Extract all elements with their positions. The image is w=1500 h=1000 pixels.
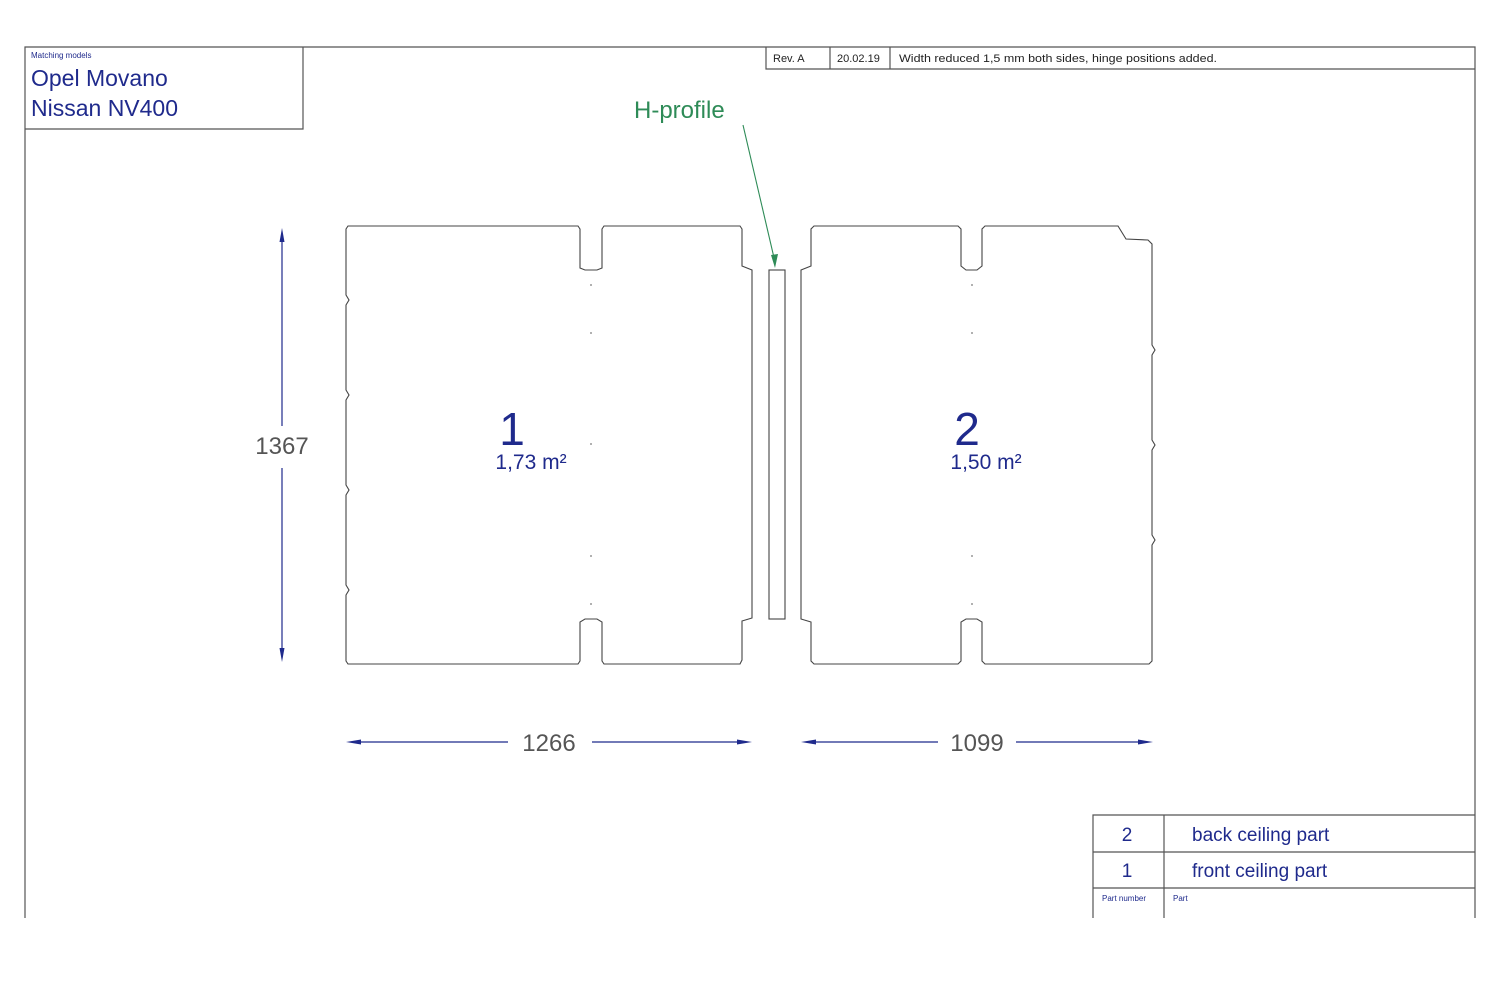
parts-list-header-part: Part bbox=[1173, 894, 1188, 903]
model-name-2: Nissan NV400 bbox=[31, 95, 178, 121]
revision-label: Rev. A bbox=[773, 53, 805, 65]
title-block-caption: Matching models bbox=[31, 51, 91, 60]
height-dimension: 1367 bbox=[255, 228, 309, 662]
parts-list: 2 back ceiling part 1 front ceiling part… bbox=[1092, 814, 1475, 918]
part-2-number: 2 bbox=[954, 403, 980, 455]
parts-list-row-2-number: 1 bbox=[1122, 861, 1133, 882]
h-profile-callout: H-profile bbox=[634, 97, 778, 268]
part-1-number: 1 bbox=[499, 403, 525, 455]
part-1-area: 1,73 m² bbox=[495, 451, 566, 474]
model-name-1: Opel Movano bbox=[31, 65, 168, 91]
width-dimension-part-1-value: 1266 bbox=[522, 730, 575, 757]
part-2-outline bbox=[800, 225, 1156, 665]
h-profile bbox=[768, 269, 786, 620]
parts-list-row-2-name: front ceiling part bbox=[1192, 861, 1328, 882]
h-profile-label: H-profile bbox=[634, 97, 725, 124]
width-dimension-part-2-value: 1099 bbox=[950, 730, 1003, 757]
revision-note: Width reduced 1,5 mm both sides, hinge p… bbox=[899, 53, 1217, 65]
title-block: Matching models Opel Movano Nissan NV400 bbox=[25, 47, 304, 130]
hinge-marks bbox=[590, 284, 973, 605]
parts-list-row-1-name: back ceiling part bbox=[1192, 825, 1330, 846]
part-2-area: 1,50 m² bbox=[950, 451, 1021, 474]
revision-date: 20.02.19 bbox=[837, 53, 880, 65]
part-1-outline bbox=[345, 225, 753, 665]
parts-list-header-number: Part number bbox=[1102, 894, 1146, 903]
parts-list-row-1-number: 2 bbox=[1122, 825, 1133, 846]
height-dimension-value: 1367 bbox=[255, 433, 308, 460]
width-dimension-part-2: 1099 bbox=[801, 730, 1153, 757]
drawing-frame bbox=[24, 46, 1476, 918]
revision-block: Rev. A 20.02.19 Width reduced 1,5 mm bot… bbox=[765, 47, 1475, 70]
width-dimension-part-1: 1266 bbox=[346, 730, 752, 757]
